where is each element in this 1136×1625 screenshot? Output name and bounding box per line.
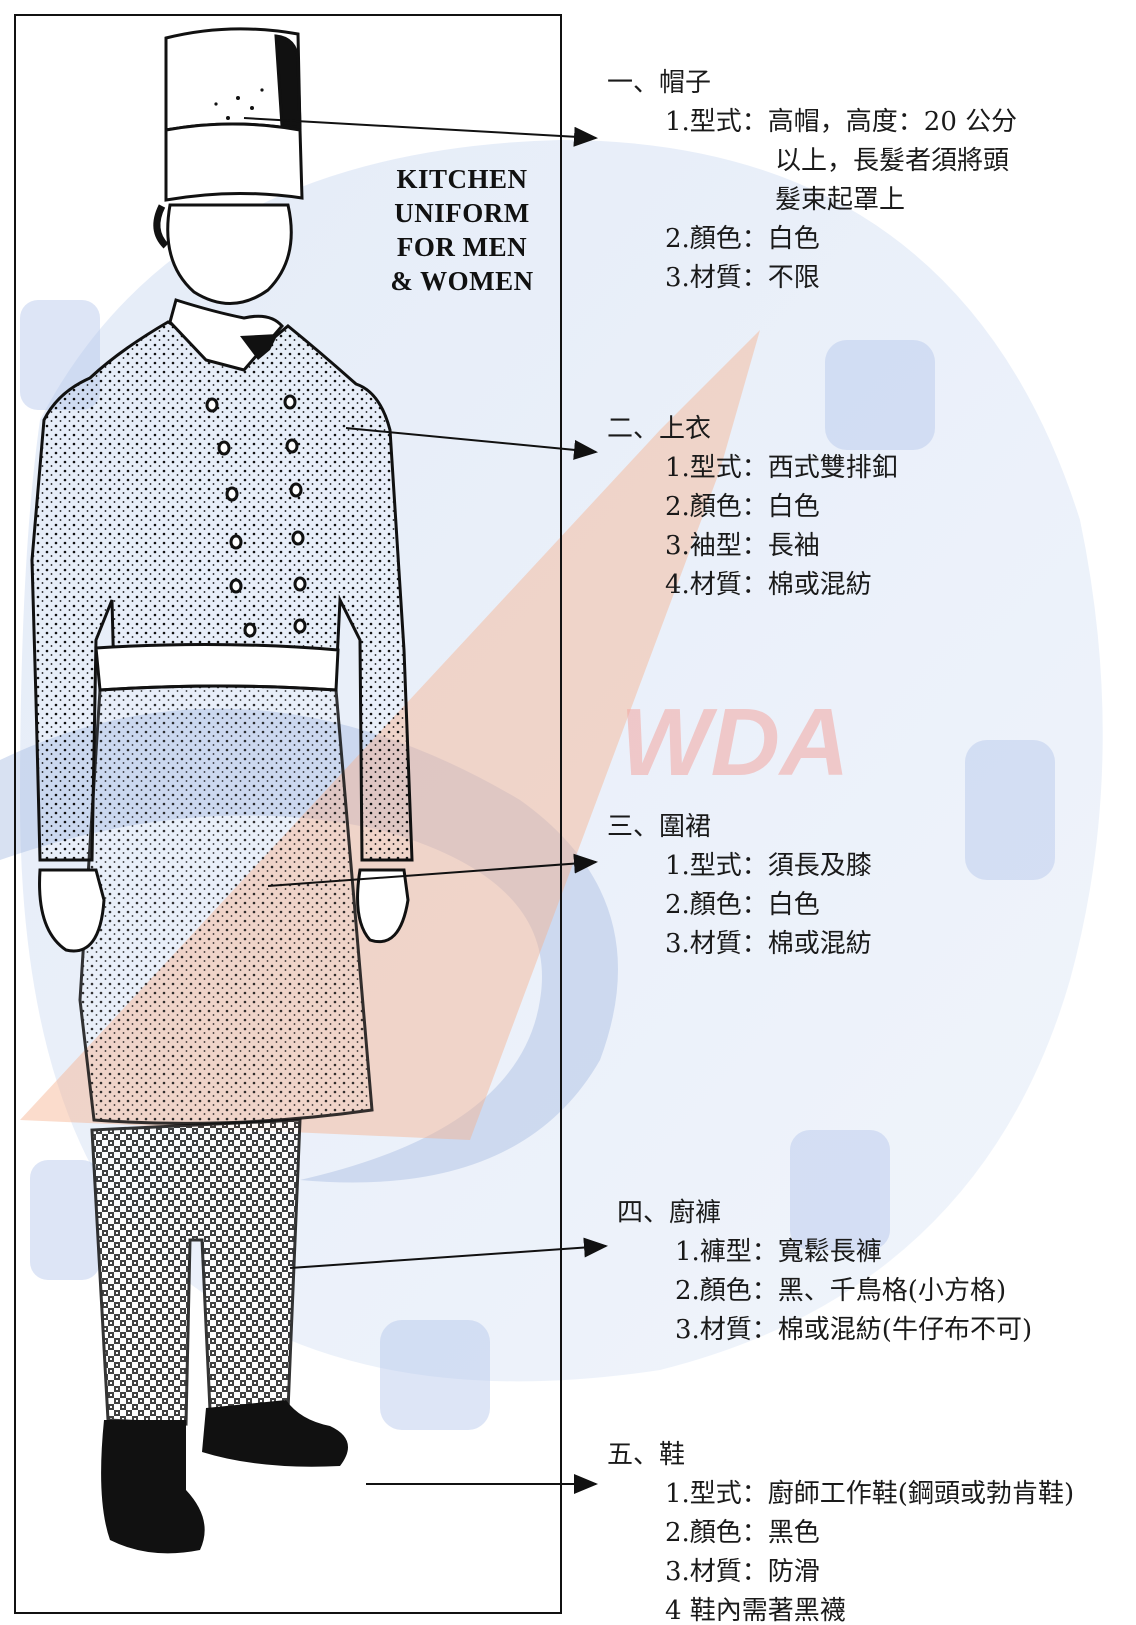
spec-jacket-item: 1.型式：西式雙排釦 xyxy=(665,453,898,483)
illustration-frame xyxy=(14,14,562,1614)
jacket-buttons xyxy=(205,394,307,638)
spec-shoes-item: 1.型式：廚師工作鞋(鋼頭或勃肯鞋) xyxy=(665,1479,1075,1509)
arrow-trousers xyxy=(289,1237,608,1269)
spec-hat: 一、帽子 1.型式：高帽，高度：20 公分 以上，長髮者須將頭 髮束起罩上 2.… xyxy=(607,64,1017,298)
spec-hat-item: 髮束起罩上 xyxy=(775,185,906,215)
arrow-apron xyxy=(267,853,598,887)
head xyxy=(166,203,293,305)
left-hand xyxy=(38,868,106,953)
right-hand xyxy=(356,868,410,943)
spec-jacket-item: 2.顏色：白色 xyxy=(665,492,820,522)
watermark-swoosh xyxy=(0,708,618,1183)
spec-shoes: 五、鞋 1.型式：廚師工作鞋(鋼頭或勃肯鞋) 2.顏色：黑色 3.材質：防滑 4… xyxy=(607,1436,1074,1625)
spec-shoes-item: 2.顏色：黑色 xyxy=(665,1518,820,1548)
spec-apron-title: 三、圍裙 xyxy=(607,812,712,842)
spec-trousers-item: 3.材質：棉或混紡(牛仔布不可) xyxy=(675,1315,1033,1345)
wda-watermark-text: WDA xyxy=(620,689,849,796)
spec-shoes-title: 五、鞋 xyxy=(607,1440,686,1470)
spec-jacket-item: 4.材質：棉或混紡 xyxy=(665,570,872,600)
leader-arrows xyxy=(243,117,608,1494)
spec-apron-item: 2.顏色：白色 xyxy=(665,890,820,920)
spec-jacket-title: 二、上衣 xyxy=(607,414,712,444)
spec-apron-item: 3.材質：棉或混紡 xyxy=(665,929,872,959)
figure-caption-line-1: KITCHEN xyxy=(396,164,528,194)
spec-apron-item: 1.型式：須長及膝 xyxy=(665,851,872,881)
spec-trousers-item: 2.顏色：黑、千鳥格(小方格) xyxy=(675,1276,1007,1306)
spec-hat-title: 一、帽子 xyxy=(607,68,712,98)
shoes xyxy=(101,1400,348,1554)
spec-jacket-item: 3.袖型：長袖 xyxy=(665,531,820,561)
figure-caption-line-2: UNIFORM xyxy=(394,198,530,228)
spec-apron: 三、圍裙 1.型式：須長及膝 2.顏色：白色 3.材質：棉或混紡 xyxy=(607,808,872,964)
spec-hat-item: 以上，長髮者須將頭 xyxy=(775,146,1010,176)
apron xyxy=(78,642,374,1125)
spec-jacket: 二、上衣 1.型式：西式雙排釦 2.顏色：白色 3.袖型：長袖 4.材質：棉或混… xyxy=(607,410,898,605)
spec-shoes-item: 3.材質：防滑 xyxy=(665,1557,820,1587)
arrow-hat xyxy=(243,117,598,147)
trousers xyxy=(90,1118,302,1426)
spec-trousers-item: 1.褲型：寬鬆長褲 xyxy=(675,1237,882,1267)
figure-caption-line-4: & WOMEN xyxy=(390,266,534,296)
spec-hat-item: 2.顏色：白色 xyxy=(665,224,820,254)
spec-hat-item: 1.型式：高帽，高度：20 公分 xyxy=(665,107,1018,137)
spec-trousers-title: 四、廚褲 xyxy=(617,1198,722,1228)
spec-trousers: 四、廚褲 1.褲型：寬鬆長褲 2.顏色：黑、千鳥格(小方格) 3.材質：棉或混紡… xyxy=(617,1194,1032,1350)
spec-hat-item: 3.材質：不限 xyxy=(665,263,820,293)
arrow-jacket xyxy=(345,427,598,460)
spec-shoes-item: 4 鞋內需著黑襪 xyxy=(665,1596,846,1625)
chef-hat xyxy=(164,27,304,202)
figure-caption-line-3: FOR MEN xyxy=(396,232,528,262)
